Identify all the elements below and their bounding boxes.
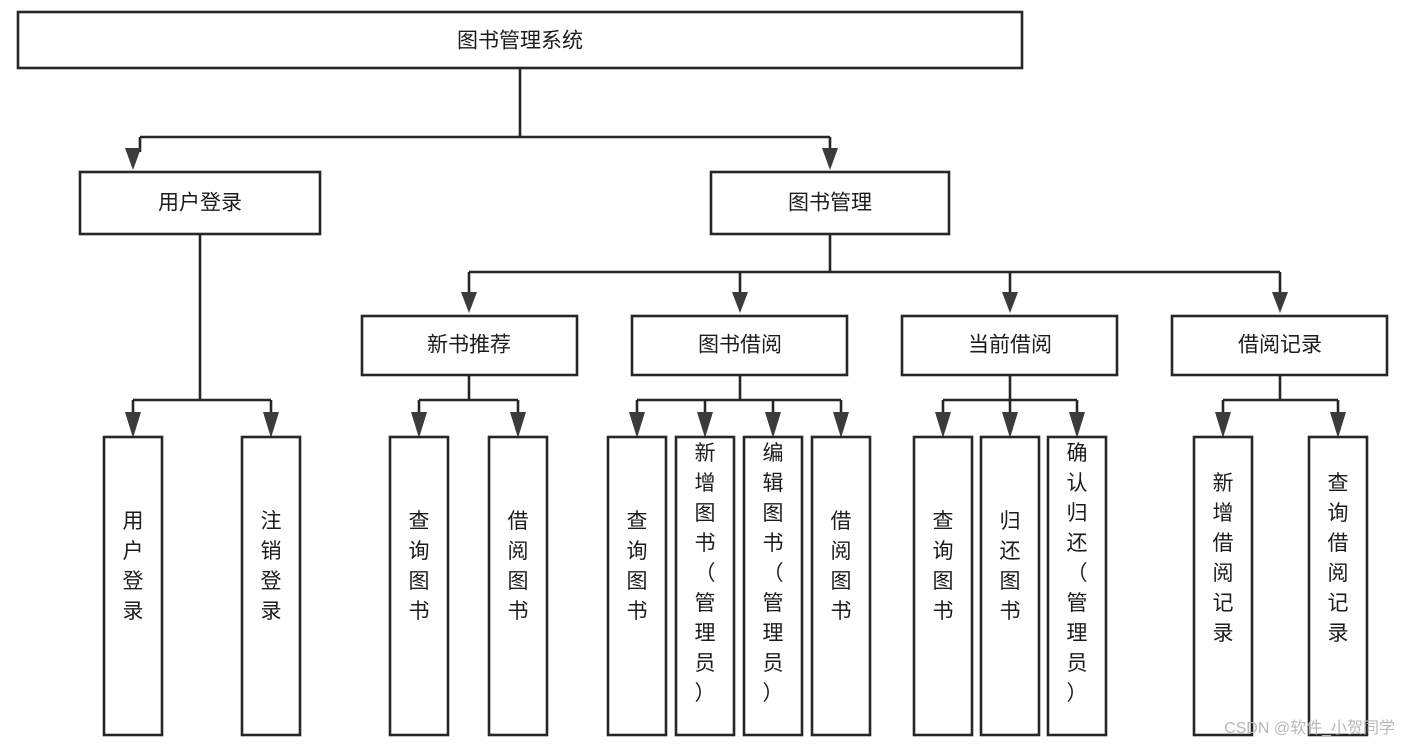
node-current-borrow-box[interactable] [900,314,1119,377]
node-leaf-add-record-label: 新增借阅记录 [1213,472,1234,645]
node-leaf-borrow-book-1[interactable]: 借阅图书 [487,435,549,737]
arrowhead-icon [732,292,748,313]
arrowhead-icon [1215,412,1231,438]
arrowheads-group [125,148,1346,438]
node-book-borrow[interactable]: 图书借阅 [630,314,849,377]
arrowhead-icon [125,412,141,438]
node-leaf-query-book-2[interactable]: 查询图书 [606,435,668,737]
node-leaf-borrow-book-2-box[interactable] [810,435,872,737]
arrowhead-icon [461,292,477,313]
arrowhead-icon [697,412,713,438]
arrowhead-icon [833,412,849,438]
arrowhead-icon [125,148,141,170]
node-user-login[interactable]: 用户登录 [78,170,322,236]
node-user-login-box[interactable] [78,170,322,236]
arrowhead-icon [822,148,838,170]
node-book-borrow-label: 图书借阅 [698,334,782,357]
node-leaf-edit-book-label: 编辑图书（管理员） [763,442,784,705]
node-leaf-query-book-1-box[interactable] [388,435,450,737]
node-new-book-recommend[interactable]: 新书推荐 [360,314,579,377]
node-leaf-query-book-1[interactable]: 查询图书 [388,435,450,737]
node-leaf-return-book-box[interactable] [979,435,1041,737]
node-leaf-user-logout-box[interactable] [240,435,302,737]
node-leaf-confirm-return-label: 确认归还（管理员） [1067,442,1088,705]
node-leaf-user-login-box[interactable] [102,435,164,737]
node-borrow-record-box[interactable] [1170,314,1389,377]
node-leaf-borrow-book-1-label: 借阅图书 [508,510,529,623]
node-leaf-return-book-label: 归还图书 [1000,510,1021,623]
node-leaf-user-logout[interactable]: 注销登录 [240,435,302,737]
node-leaf-query-record-box[interactable] [1307,435,1369,737]
node-root-box[interactable] [16,10,1024,70]
csdn-watermark: CSDN @软件_小贺同学 [1224,719,1395,737]
node-leaf-user-logout-label: 注销登录 [261,510,282,623]
arrowhead-icon [510,412,526,438]
node-root[interactable]: 图书管理系统 [16,10,1024,70]
node-new-book-recommend-box[interactable] [360,314,579,377]
node-leaf-add-record[interactable]: 新增借阅记录 [1192,435,1254,737]
node-book-manage-box[interactable] [709,170,951,236]
node-leaf-user-login-label: 用户登录 [123,510,144,623]
node-leaf-edit-book-box[interactable] [742,435,804,737]
node-borrow-record[interactable]: 借阅记录 [1170,314,1389,377]
node-borrow-record-label: 借阅记录 [1238,334,1322,357]
node-leaf-query-book-3-label: 查询图书 [933,510,954,623]
arrowhead-icon [629,412,645,438]
arrowhead-icon [1272,292,1288,313]
node-leaf-return-book[interactable]: 归还图书 [979,435,1041,737]
arrowhead-icon [263,412,279,438]
node-leaf-query-record[interactable]: 查询借阅记录 [1307,435,1369,737]
arrowhead-icon [1002,292,1018,313]
node-book-borrow-box[interactable] [630,314,849,377]
node-leaf-query-book-2-label: 查询图书 [627,510,648,623]
node-leaf-query-book-3-box[interactable] [912,435,974,737]
node-leaf-add-book-label: 新增图书（管理员） [695,442,716,705]
arrowhead-icon [765,412,781,438]
node-leaf-query-book-2-box[interactable] [606,435,668,737]
arrowhead-icon [1330,412,1346,438]
node-leaf-add-book-box[interactable] [674,435,736,737]
arrowhead-icon [411,412,427,438]
node-new-book-recommend-label: 新书推荐 [427,334,511,357]
node-leaf-user-login[interactable]: 用户登录 [102,435,164,737]
node-book-manage[interactable]: 图书管理 [709,170,951,236]
arrowhead-icon [1069,412,1085,438]
node-current-borrow-label: 当前借阅 [968,334,1052,357]
arrowhead-icon [1002,412,1018,438]
node-leaf-edit-book[interactable]: 编辑图书（管理员） [742,435,804,737]
node-current-borrow[interactable]: 当前借阅 [900,314,1119,377]
node-leaf-query-record-label: 查询借阅记录 [1328,472,1349,645]
node-book-manage-label: 图书管理 [788,192,872,215]
node-leaf-query-book-1-label: 查询图书 [409,510,430,623]
arrowhead-icon [935,412,951,438]
node-root-label: 图书管理系统 [457,30,583,53]
node-leaf-add-book[interactable]: 新增图书（管理员） [674,435,736,737]
node-leaf-add-record-box[interactable] [1192,435,1254,737]
node-user-login-label: 用户登录 [158,192,242,215]
node-leaf-borrow-book-1-box[interactable] [487,435,549,737]
node-leaf-borrow-book-2[interactable]: 借阅图书 [810,435,872,737]
node-leaf-query-book-3[interactable]: 查询图书 [912,435,974,737]
node-leaf-borrow-book-2-label: 借阅图书 [831,510,852,623]
node-leaf-confirm-return[interactable]: 确认归还（管理员） [1046,435,1108,737]
node-leaf-confirm-return-box[interactable] [1046,435,1108,737]
